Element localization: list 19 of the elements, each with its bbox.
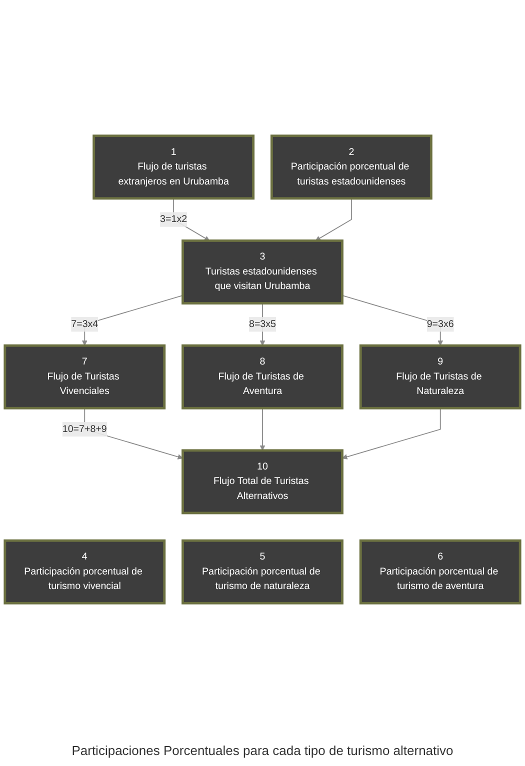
node-box: 7 Flujo de Turistas Vivenciales bbox=[4, 344, 166, 410]
node-box: 3 Turistas estadounidenses que visitan Urubamba bbox=[182, 239, 344, 304]
note-text: Participaciones Porcentuales para cada tipo de turismo alternativo bbox=[72, 743, 454, 758]
arrow bbox=[342, 408, 441, 460]
node-box: 1 Flujo de turistas extranjeros en Urubamba bbox=[92, 134, 255, 200]
node-box: 10 Flujo Total de Turistas Alternativos bbox=[182, 449, 344, 514]
node-box: 9 Flujo de Turistas de Naturaleza bbox=[359, 344, 522, 410]
node-box: 4 Participación porcentual de turismo vivencial bbox=[4, 539, 166, 604]
node-box: 8 Flujo de Turistas de Aventura bbox=[182, 344, 344, 410]
edge-label: 10=7+8+9 bbox=[62, 424, 107, 434]
edge-label: 8=3x5 bbox=[248, 318, 276, 330]
node-box: 2 Participación porcentual de turistas estadounidenses bbox=[270, 134, 432, 200]
arrow bbox=[315, 198, 352, 241]
arrow bbox=[260, 408, 266, 451]
edge-label: 9=3x6 bbox=[426, 318, 454, 330]
edge-label: 7=3x4 bbox=[71, 318, 98, 330]
edge-label: 3=1x2 bbox=[160, 214, 188, 224]
node-box: 5 Participación porcentual de turismo de naturaleza bbox=[182, 539, 344, 604]
node-box: 6 Participación porcentual de turismo de aventura bbox=[359, 539, 522, 604]
